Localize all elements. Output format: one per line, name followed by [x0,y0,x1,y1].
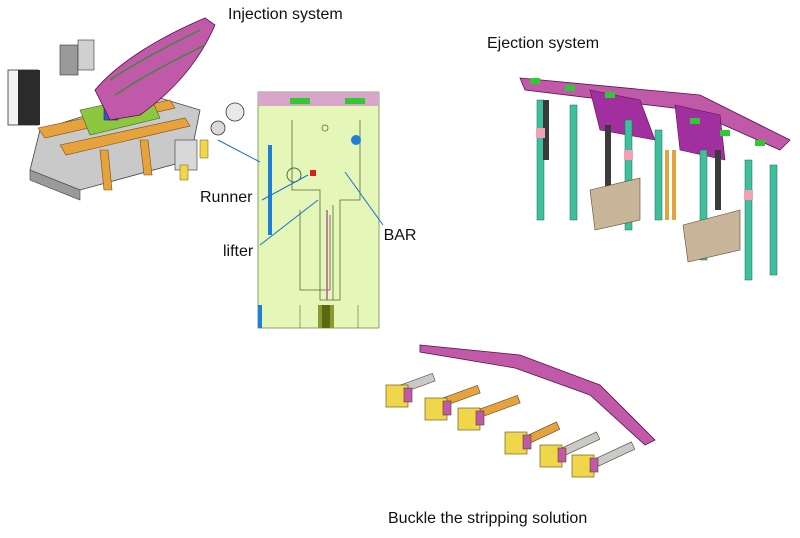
ejection-system-model [519,77,791,281]
ejection-system-title: Ejection system [487,35,600,52]
injection-system-title: Injection system [228,6,343,23]
lifter-callout: lifter [223,243,254,260]
injection-system-model [7,17,245,201]
buckle-stripping-title: Buckle the stripping solution [388,510,588,527]
buckle-stripping-model [385,344,656,478]
lifter-cross-section [257,91,380,329]
runner-callout: Runner [200,189,253,206]
callout-leaders [217,139,384,246]
